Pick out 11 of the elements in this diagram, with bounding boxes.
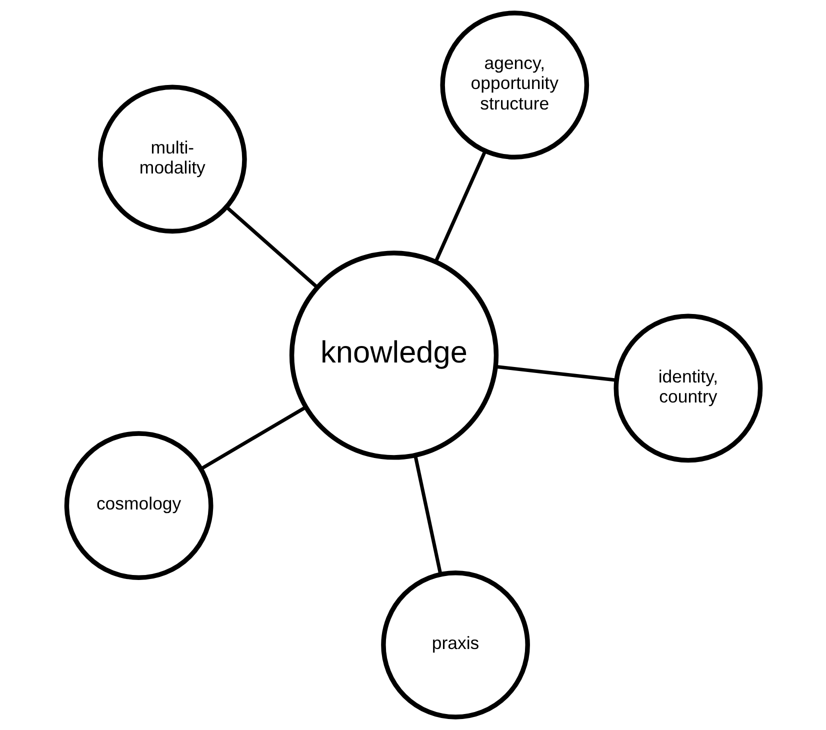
connector [413,454,442,574]
connector [434,150,486,263]
connector [224,206,318,289]
connector [494,364,616,382]
node-circle: identity, country [613,314,762,463]
node-circle: praxis [380,570,530,720]
node-circle: agency, opportunity structure [440,10,589,160]
node-circle: cosmology [64,431,213,580]
node-circle: knowledge [288,250,498,460]
node-circle: multi-modality [98,84,246,234]
connector [200,406,306,470]
